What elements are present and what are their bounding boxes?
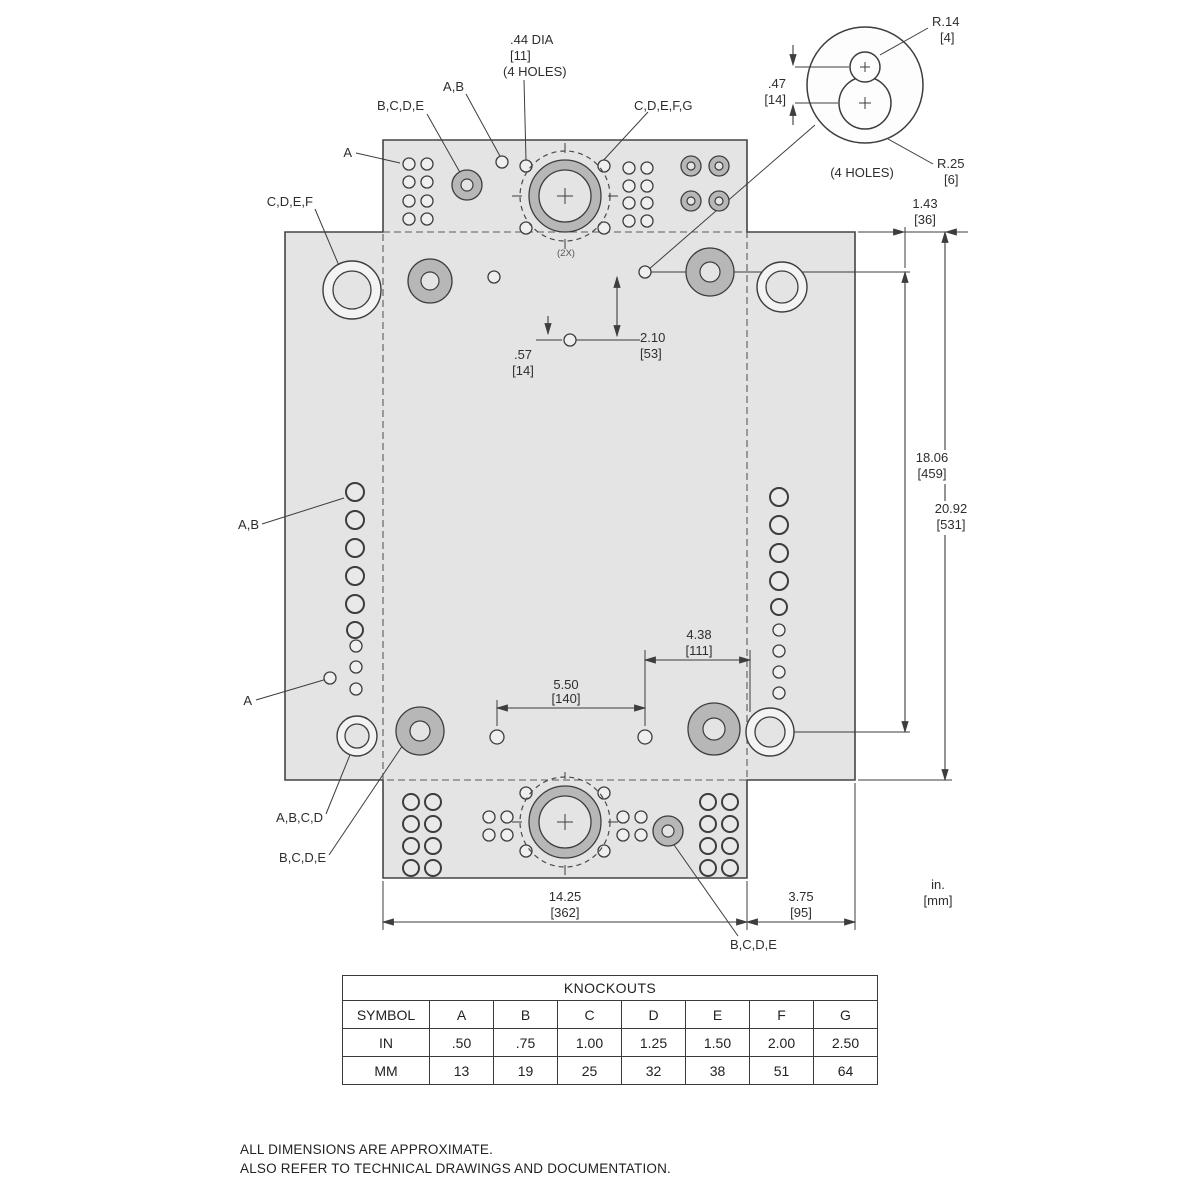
dim-text-mask: [908, 450, 958, 484]
table-row-mm: MM 13 19 25 32 38 51 64: [342, 1056, 878, 1085]
table-cell: B: [493, 1000, 558, 1029]
center-knockout-bottom: [512, 772, 618, 875]
detail-holes: (4 HOLES): [830, 165, 894, 180]
table-cell: .50: [429, 1028, 494, 1057]
table-row-symbol: SYMBOL A B C D E F G: [342, 1000, 878, 1029]
dim-2-10-mm: [53]: [640, 346, 662, 361]
callout-ab-left: A,B: [238, 517, 259, 532]
technical-drawing: A B,C,D,E A,B .44 DIA [11] (4 HOLES) C,D…: [238, 14, 978, 952]
knockouts-table: KNOCKOUTS SYMBOL A B C D E F G IN .50 .7…: [342, 975, 878, 1085]
knockout-column-right: [769, 487, 789, 700]
callout-bcde-bottom-right: B,C,D,E: [730, 937, 777, 952]
knockouts-table-title: KNOCKOUTS: [342, 975, 878, 1001]
callout-a-top: A: [343, 145, 352, 160]
callout-dia-value: .44 DIA: [510, 32, 554, 47]
table-cell: C: [557, 1000, 622, 1029]
table-cell: SYMBOL: [342, 1000, 430, 1029]
knockout-cluster-bottom-left: [402, 793, 442, 877]
dim-20-92: 20.92: [935, 501, 968, 516]
table-cell: 2.00: [749, 1028, 814, 1057]
note-line-1: ALL DIMENSIONS ARE APPROXIMATE.: [240, 1142, 494, 1157]
dimension-texts: 1.43 [36] 2.10 [53] .57 [14] 18.06 [459]…: [512, 196, 967, 920]
table-cell: 1.50: [685, 1028, 750, 1057]
knockout-column-left: [323, 482, 365, 696]
table-cell: F: [749, 1000, 814, 1029]
table-cell: D: [621, 1000, 686, 1029]
knockout-donuts-top-right: [680, 155, 730, 212]
dim-4-38: 4.38: [686, 627, 711, 642]
knockout-cluster-top-right: [622, 161, 654, 228]
dim-3-75-mm: [95]: [790, 905, 812, 920]
units-mm: [mm]: [924, 893, 953, 908]
callout-bcde-bottom-left: B,C,D,E: [279, 850, 326, 865]
callout-cdefg-top: C,D,E,F,G: [634, 98, 693, 113]
keyhole-detail-view: [789, 26, 934, 165]
table-cell: E: [685, 1000, 750, 1029]
callout-dia-mm: [11]: [510, 48, 531, 63]
table-cell: 51: [749, 1056, 814, 1085]
dim-4-38-mm: [111]: [686, 643, 713, 658]
detail-r14: R.14: [932, 14, 959, 29]
knockout-small-cluster-bottom-center-left: [482, 810, 514, 842]
dim-text-mask: [926, 501, 978, 535]
note-line-2: ALSO REFER TO TECHNICAL DRAWINGS AND DOC…: [240, 1161, 672, 1177]
callout-ab-top: A,B: [443, 79, 464, 94]
dim-3-75: 3.75: [788, 889, 813, 904]
table-cell: 1.00: [557, 1028, 622, 1057]
callout-texts: A B,C,D,E A,B .44 DIA [11] (4 HOLES) C,D…: [238, 32, 777, 952]
knockout-cluster-bottom-right: [699, 793, 739, 877]
detail-r14-mm: [4]: [940, 30, 954, 45]
callout-cdef-left: C,D,E,F: [267, 194, 313, 209]
dim-20-92-mm: [531]: [937, 517, 966, 532]
knockout-bcde-top: [451, 169, 483, 201]
detail-r25: R.25: [937, 156, 964, 171]
table-cell: 2.50: [813, 1028, 878, 1057]
table-cell: 19: [493, 1056, 558, 1085]
dim-57: .57: [514, 347, 532, 362]
knockout-small-cluster-bottom-center-right: [616, 810, 648, 842]
center-knockout-top: [512, 143, 618, 249]
table-cell: 13: [429, 1056, 494, 1085]
detail-offset-mm: [14]: [764, 92, 786, 107]
dim-18-06: 18.06: [916, 450, 949, 465]
table-cell: MM: [342, 1056, 430, 1085]
center-note: (2X): [557, 248, 575, 259]
knockout-row-body-top: [322, 247, 808, 347]
dim-18-06-mm: [459]: [918, 466, 947, 481]
table-cell: 1.25: [621, 1028, 686, 1057]
table-cell: IN: [342, 1028, 430, 1057]
dim-2-10: 2.10: [640, 330, 665, 345]
table-cell: 25: [557, 1056, 622, 1085]
knockout-small-holes-top: [495, 155, 611, 235]
dim-14-25: 14.25: [549, 889, 582, 904]
table-cell: 38: [685, 1056, 750, 1085]
table-cell: G: [813, 1000, 878, 1029]
callout-a-left: A: [243, 693, 252, 708]
dim-57-mm: [14]: [512, 363, 534, 378]
footnotes: ALL DIMENSIONS ARE APPROXIMATE. ALSO REF…: [240, 1140, 671, 1178]
callout-leaders: [255, 79, 816, 937]
table-cell: 64: [813, 1056, 878, 1085]
table-cell: 32: [621, 1056, 686, 1085]
callout-dia-holes: (4 HOLES): [503, 64, 567, 79]
dim-1-43: 1.43: [912, 196, 937, 211]
knockout-cluster-top-left: [402, 157, 434, 226]
table-row-in: IN .50 .75 1.00 1.25 1.50 2.00 2.50: [342, 1028, 878, 1057]
units-in: in.: [931, 877, 945, 892]
detail-view-texts: R.14 [4] .47 [14] R.25 [6] (4 HOLES): [764, 14, 964, 187]
callout-abcd-bottom: A,B,C,D: [276, 810, 323, 825]
callout-bcde-top: B,C,D,E: [377, 98, 424, 113]
table-cell: A: [429, 1000, 494, 1029]
knockout-bcde-bottom: [652, 815, 684, 847]
detail-r25-mm: [6]: [944, 172, 958, 187]
detail-offset: .47: [768, 76, 786, 91]
table-cell: .75: [493, 1028, 558, 1057]
dim-14-25-mm: [362]: [551, 905, 580, 920]
knockout-row-body-bottom: [336, 702, 795, 757]
dim-1-43-mm: [36]: [914, 212, 936, 227]
dim-5-50-mm: [140]: [552, 691, 581, 706]
dim-5-50: 5.50: [553, 677, 578, 692]
